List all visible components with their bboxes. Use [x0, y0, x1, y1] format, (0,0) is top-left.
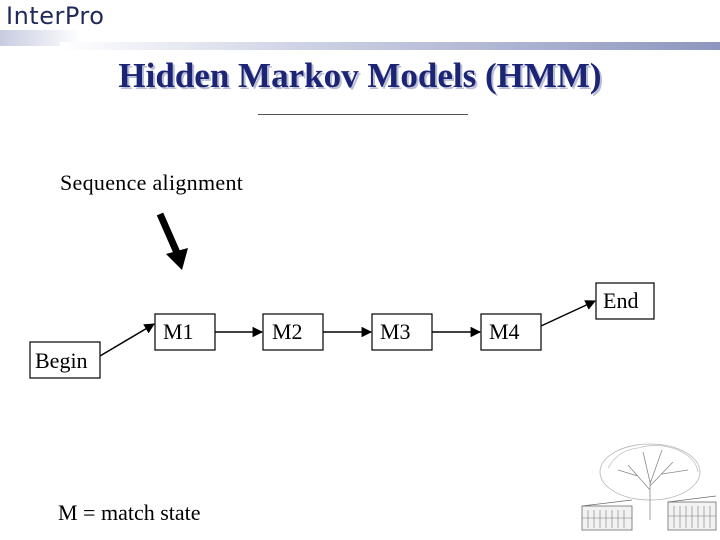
alignment-arrow-shaft — [156, 212, 182, 257]
begin-box — [29, 341, 101, 379]
m3-label: M3 — [380, 319, 411, 344]
m4-box — [480, 313, 542, 351]
interpro-logo: InterPro — [6, 2, 105, 30]
m1-label: M1 — [163, 319, 194, 344]
m2-box — [262, 313, 324, 351]
begin-label: Begin — [35, 348, 88, 373]
alignment-arrow-head — [166, 248, 188, 270]
m4-label: M4 — [489, 319, 520, 344]
end-box — [595, 282, 655, 320]
m2-label: M2 — [272, 319, 303, 344]
institute-tree-building-logo — [581, 443, 717, 531]
slide-title: Hidden Markov Models (HMM) — [118, 56, 602, 95]
legend-text: M = match state — [58, 500, 201, 525]
end-label: End — [603, 288, 639, 313]
begin-to-m1-arrow — [99, 323, 155, 357]
header-band — [60, 42, 720, 50]
title-rule — [258, 114, 468, 115]
sequence-alignment-label: Sequence alignment — [60, 170, 244, 195]
m4-to-end-arrow — [540, 300, 596, 327]
